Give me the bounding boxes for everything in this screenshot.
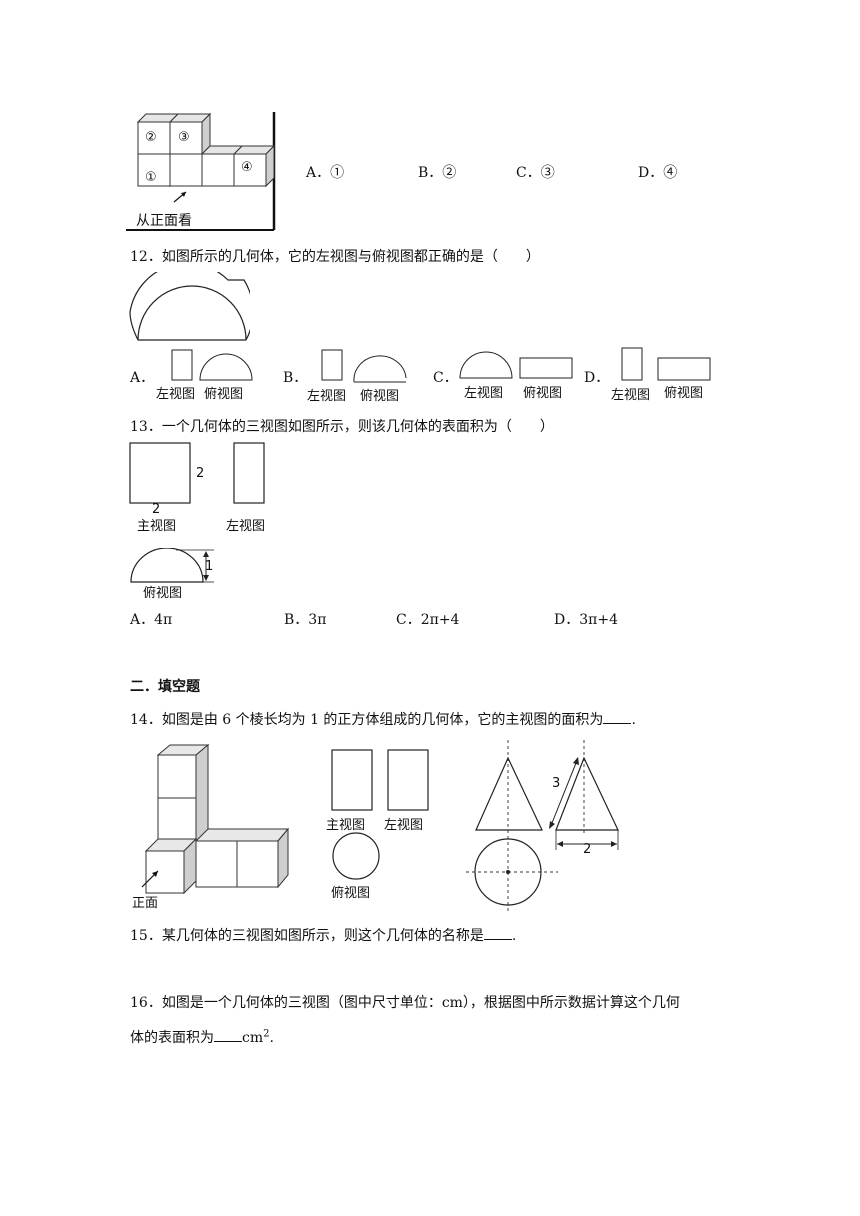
q16-dim-base: 2: [583, 842, 592, 857]
q11-option-c[interactable]: C．③: [516, 165, 555, 181]
q11-option-d[interactable]: D．④: [638, 165, 678, 181]
q14-question: 14．如图是由 6 个棱长均为 1 的正方体组成的几何体，它的主视图的面积为.: [130, 712, 636, 728]
q13-option-c[interactable]: C．2π+4: [396, 612, 460, 628]
q11-cube-label-3: ③: [178, 130, 190, 145]
q13-top-view: [130, 548, 214, 583]
q12-option-a-top-label: 俯视图: [204, 387, 244, 402]
q12-option-c-top-label: 俯视图: [523, 386, 563, 401]
q12-option-d-figure: [621, 347, 711, 381]
q16-answer-blank[interactable]: [214, 1040, 242, 1042]
q13-top-label: 俯视图: [143, 586, 183, 601]
q15-figure: [331, 749, 429, 880]
q12-option-b-left-label: 左视图: [307, 389, 347, 404]
q14-answer-blank[interactable]: [603, 722, 632, 724]
q12-option-c-figure: [459, 351, 573, 379]
q12-option-c-letter[interactable]: C．: [433, 370, 458, 386]
q11-cube-label-1: ①: [145, 170, 157, 185]
q12-option-a-figure: [171, 349, 253, 381]
q15-top-label: 俯视图: [331, 886, 371, 901]
q13-option-a[interactable]: A．4π: [130, 612, 173, 628]
q13-front-view: [129, 442, 191, 504]
q16-question-line1: 16．如图是一个几何体的三视图（图中尺寸单位：cm），根据图中所示数据计算这个几…: [130, 995, 680, 1011]
q12-option-b-top-label: 俯视图: [360, 389, 400, 404]
section-heading: 二．填空题: [130, 679, 200, 695]
q16-figure: [466, 740, 619, 914]
q11-view-label: 从正面看: [136, 213, 192, 229]
q12-option-c-left-label: 左视图: [464, 386, 504, 401]
q15-left-label: 左视图: [384, 818, 424, 833]
q15-question: 15．某几何体的三视图如图所示，则这个几何体的名称是.: [130, 928, 517, 944]
q13-left-label: 左视图: [226, 519, 266, 534]
q13-left-view: [233, 442, 265, 504]
q15-answer-blank[interactable]: [483, 938, 512, 940]
q11-cube-label-2: ②: [145, 130, 157, 145]
q15-front-label: 主视图: [326, 818, 366, 833]
q12-option-d-left-label: 左视图: [611, 388, 651, 403]
q12-option-d-letter[interactable]: D．: [584, 370, 610, 386]
q11-cube-label-4: ④: [241, 160, 253, 175]
q13-dim-width: 2: [152, 502, 161, 517]
q12-option-b-letter[interactable]: B．: [283, 370, 308, 386]
q16-dim-slant: 3: [552, 776, 561, 791]
q11-option-a[interactable]: A．①: [306, 165, 345, 181]
q12-option-d-top-label: 俯视图: [664, 386, 704, 401]
q12-option-a-letter[interactable]: A．: [130, 370, 155, 386]
q12-solid-figure: [129, 272, 250, 341]
q11-option-b[interactable]: B．②: [418, 165, 457, 181]
q13-option-d[interactable]: D．3π+4: [554, 612, 618, 628]
q13-option-b[interactable]: B．3π: [284, 612, 327, 628]
q13-dim-height: 2: [196, 466, 205, 481]
q11-figure: [126, 112, 276, 231]
q12-option-a-left-label: 左视图: [156, 387, 196, 402]
q13-front-label: 主视图: [137, 519, 177, 534]
q13-question: 13．一个几何体的三视图如图所示，则该几何体的表面积为（ ）: [130, 419, 554, 435]
q14-figure: [141, 743, 290, 895]
q12-option-b-figure: [321, 349, 407, 383]
q14-front-label: 正面: [132, 896, 159, 911]
q12-question: 12．如图所示的几何体，它的左视图与俯视图都正确的是（ ）: [130, 249, 540, 265]
q13-dim-depth: 1: [205, 559, 214, 574]
